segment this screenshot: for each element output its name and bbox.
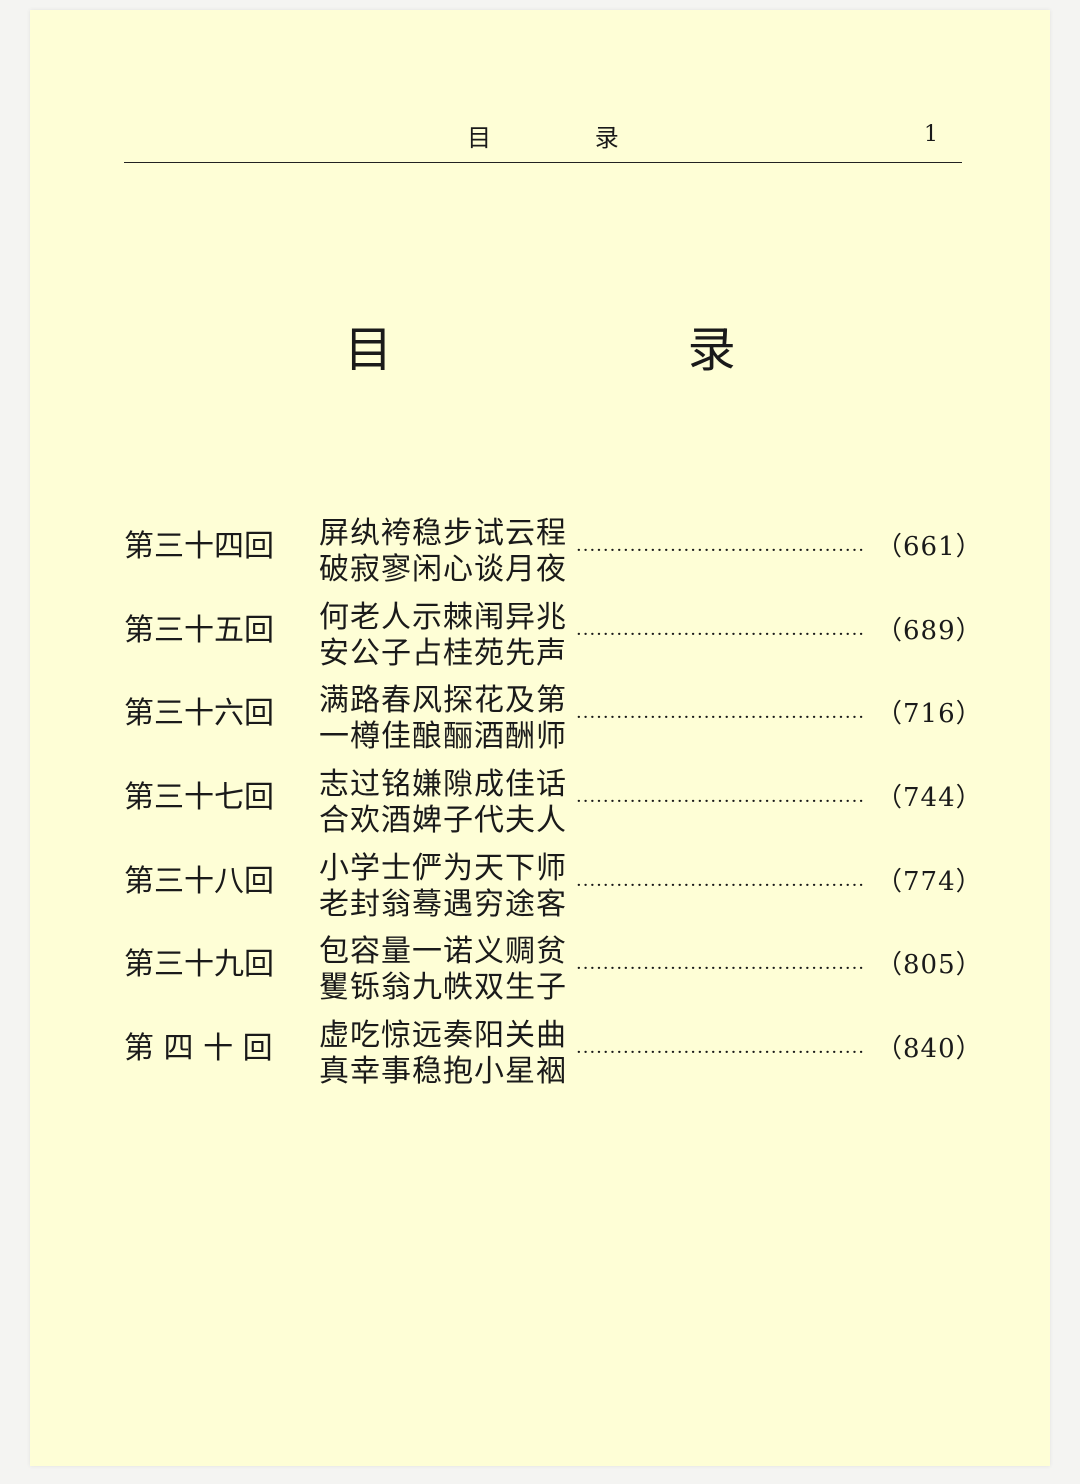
running-header: 目 录 1 <box>124 110 962 163</box>
toc-entry: 第三十五回 何老人示棘闱异兆 安公子占桂苑先声 ················… <box>124 594 982 678</box>
chapter-title-line-1: 包容量一诺义赒贫 <box>319 934 567 970</box>
dot-leader: ········································… <box>576 623 864 645</box>
dot-leader: ········································… <box>576 791 864 813</box>
chapter-number: 第三十五回 <box>124 612 274 648</box>
chapter-title-line-2: 矍铄翁九帙双生子 <box>319 970 567 1006</box>
table-of-contents: 第三十四回 屏纨袴稳步试云程 破寂寥闲心谈月夜 ················… <box>124 510 982 1096</box>
toc-entry: 第三十六回 满路春风探花及第 一樽佳酿酾酒酬师 ················… <box>124 677 982 761</box>
page-title: 目 录 <box>344 322 876 378</box>
chapter-number: 第三十九回 <box>124 947 274 983</box>
toc-entry: 第三十七回 志过铭嫌隙成佳话 合欢酒婢子代夫人 ················… <box>124 761 982 845</box>
toc-entry: 第三十九回 包容量一诺义赒贫 矍铄翁九帙双生子 ················… <box>124 928 982 1012</box>
chapter-number: 第三十四回 <box>124 529 274 564</box>
chapter-title: 小学士俨为天下师 老封翁蓦遇穷途客 <box>319 851 567 923</box>
chapter-title-line-2: 一樽佳酿酾酒酬师 <box>319 719 567 755</box>
chapter-title-line-2: 老封翁蓦遇穷途客 <box>319 886 567 922</box>
chapter-title: 屏纨袴稳步试云程 破寂寥闲心谈月夜 <box>319 516 567 588</box>
page-reference: （840） <box>876 1034 983 1065</box>
chapter-title-line-1: 屏纨袴稳步试云程 <box>319 516 567 551</box>
chapter-title-line-2: 破寂寥闲心谈月夜 <box>319 552 567 587</box>
chapter-number: 第三十八回 <box>124 863 274 899</box>
chapter-title: 志过铭嫌隙成佳话 合欢酒婢子代夫人 <box>319 767 567 839</box>
chapter-title-line-1: 小学士俨为天下师 <box>319 850 567 886</box>
chapter-number: 第三十六回 <box>124 696 274 732</box>
chapter-title-line-2: 安公子占桂苑先声 <box>319 635 567 671</box>
toc-entry: 第 四 十 回 虚吃惊远奏阳关曲 真幸事稳抱小星裀 ··············… <box>124 1012 982 1096</box>
chapter-title-line-1: 满路春风探花及第 <box>319 683 567 719</box>
page-reference: （774） <box>876 866 983 897</box>
toc-entry: 第三十八回 小学士俨为天下师 老封翁蓦遇穷途客 ················… <box>124 845 982 929</box>
dot-leader: ········································… <box>576 1042 864 1064</box>
chapter-title-line-1: 何老人示棘闱异兆 <box>319 599 567 635</box>
chapter-title-line-1: 志过铭嫌隙成佳话 <box>319 767 567 803</box>
dot-leader: ········································… <box>576 707 864 729</box>
running-title: 目 录 <box>467 124 667 152</box>
page-reference: （805） <box>876 950 983 981</box>
dot-leader: ········································… <box>576 874 864 896</box>
chapter-number: 第 四 十 回 <box>124 1031 273 1067</box>
page-reference: （661） <box>876 532 983 562</box>
chapter-number: 第三十七回 <box>124 780 274 816</box>
page-reference: （716） <box>876 699 983 730</box>
dot-leader: ········································… <box>576 540 864 561</box>
dot-leader: ········································… <box>576 958 864 980</box>
page-reference: （689） <box>876 615 983 646</box>
toc-entry: 第三十四回 屏纨袴稳步试云程 破寂寥闲心谈月夜 ················… <box>124 510 982 594</box>
chapter-title: 虚吃惊远奏阳关曲 真幸事稳抱小星裀 <box>319 1018 567 1090</box>
chapter-title: 满路春风探花及第 一樽佳酿酾酒酬师 <box>319 683 567 755</box>
chapter-title-line-2: 合欢酒婢子代夫人 <box>319 803 567 839</box>
chapter-title-line-2: 真幸事稳抱小星裀 <box>319 1054 567 1090</box>
chapter-title: 何老人示棘闱异兆 安公子占桂苑先声 <box>319 600 567 672</box>
book-page: 目 录 1 目 录 第三十四回 屏纨袴稳步试云程 破寂寥闲心谈月夜 ······… <box>30 10 1050 1466</box>
chapter-title-line-1: 虚吃惊远奏阳关曲 <box>319 1018 567 1054</box>
chapter-title: 包容量一诺义赒贫 矍铄翁九帙双生子 <box>319 934 567 1006</box>
page-number: 1 <box>924 122 938 147</box>
page-reference: （744） <box>876 783 983 814</box>
